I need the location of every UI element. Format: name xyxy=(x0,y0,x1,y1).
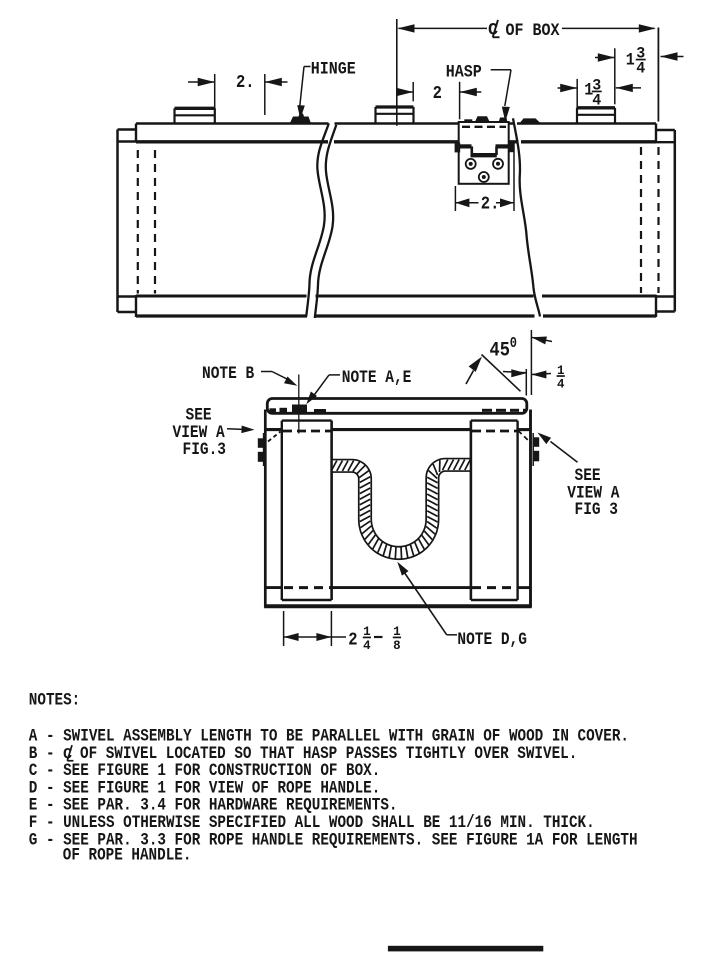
svg-text:1: 1 xyxy=(393,624,401,639)
svg-text:1: 1 xyxy=(626,49,635,70)
svg-text:SEE: SEE xyxy=(575,466,601,486)
svg-text:1: 1 xyxy=(363,624,371,639)
svg-text:45: 45 xyxy=(490,338,510,362)
svg-text:1: 1 xyxy=(584,79,593,100)
svg-text:NOTE B: NOTE B xyxy=(202,364,255,384)
svg-text:1: 1 xyxy=(557,363,565,378)
svg-text:4: 4 xyxy=(636,59,645,77)
svg-text:D - SEE FIGURE 1 FOR VIEW OF R: D - SEE FIGURE 1 FOR VIEW OF ROPE HANDLE… xyxy=(29,778,381,798)
svg-text:4: 4 xyxy=(557,376,565,391)
svg-text:C: C xyxy=(63,745,72,763)
svg-text:NOTE A,E: NOTE A,E xyxy=(342,368,412,388)
svg-text:OF BOX: OF BOX xyxy=(506,20,560,41)
svg-text:3: 3 xyxy=(636,44,645,62)
svg-text:NOTE D,G: NOTE D,G xyxy=(457,630,527,650)
svg-text:VIEW A: VIEW A xyxy=(567,483,620,503)
svg-text:3: 3 xyxy=(592,76,601,94)
svg-text:2: 2 xyxy=(433,84,442,105)
svg-text:FIG.3: FIG.3 xyxy=(183,440,226,460)
svg-text:OF ROPE HANDLE.: OF ROPE HANDLE. xyxy=(63,845,192,865)
svg-text:FIG 3: FIG 3 xyxy=(575,500,618,520)
svg-text:2.: 2. xyxy=(236,73,255,94)
svg-text:HASP: HASP xyxy=(446,61,482,82)
svg-text:F - UNLESS OTHERWISE SPECIFIED: F - UNLESS OTHERWISE SPECIFIED ALL WOOD … xyxy=(29,813,595,833)
svg-text:HINGE: HINGE xyxy=(311,58,356,79)
svg-text:A - SWIVEL ASSEMBLY LENGTH TO: A - SWIVEL ASSEMBLY LENGTH TO BE PARALLE… xyxy=(29,726,629,746)
svg-text:4: 4 xyxy=(363,637,371,652)
svg-text:C - SEE FIGURE 1 FOR CONSTRUCT: C - SEE FIGURE 1 FOR CONSTRUCTION OF BOX… xyxy=(29,761,381,781)
svg-text:NOTES:: NOTES: xyxy=(29,690,80,710)
svg-text:2: 2 xyxy=(348,630,357,651)
svg-text:2.: 2. xyxy=(481,194,500,215)
svg-text:0: 0 xyxy=(510,335,517,351)
svg-text:E - SEE PAR. 3.4 FOR HARDWARE: E - SEE PAR. 3.4 FOR HARDWARE REQUIREMEN… xyxy=(29,796,398,816)
svg-text:OF SWIVEL LOCATED SO THAT HASP: OF SWIVEL LOCATED SO THAT HASP PASSES TI… xyxy=(80,744,577,764)
svg-text:8: 8 xyxy=(393,637,400,652)
svg-text:C: C xyxy=(488,21,498,40)
svg-text:SEE: SEE xyxy=(186,405,212,425)
svg-text:VIEW A: VIEW A xyxy=(173,423,226,443)
svg-text:B -: B - xyxy=(29,744,55,764)
svg-text:4: 4 xyxy=(592,91,601,109)
svg-text:G - SEE PAR. 3.3 FOR ROPE HAND: G - SEE PAR. 3.3 FOR ROPE HANDLE REQUIRE… xyxy=(29,830,638,850)
